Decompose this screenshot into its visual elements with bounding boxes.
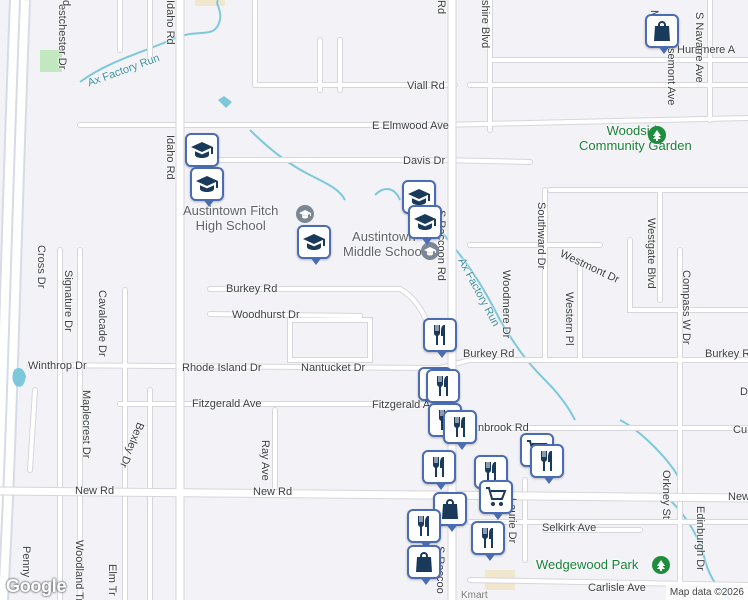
place-label-line2: Middle School xyxy=(343,244,425,259)
street-label-huntmere-ave: Huntmere A xyxy=(677,44,736,56)
graduation-cap-icon xyxy=(302,230,326,254)
street-label-burkey-rd-w: Burkey Rd xyxy=(226,283,278,295)
street-label-signature-dr: Signature Dr xyxy=(62,270,74,332)
place-label-line1: Austintown Fitch xyxy=(183,203,279,218)
restaurant-icon xyxy=(448,415,472,439)
restaurant-icon xyxy=(476,526,500,550)
restaurant-icon xyxy=(428,323,452,347)
restaurant-icon xyxy=(427,455,451,479)
place-label-line1: Woodside xyxy=(606,123,665,138)
street-label-woodland-tr: Woodland Tr xyxy=(73,540,85,600)
street-label-nantucket-dr: Nantucket Dr xyxy=(301,362,366,374)
street-label-elm-tr: Elm Tr xyxy=(106,564,118,596)
street-label-shire-blvd: shire Blvd xyxy=(479,0,491,49)
map-marker-restaurant[interactable] xyxy=(422,450,456,490)
place-label-kmart[interactable]: Kmart xyxy=(461,588,488,600)
map-marker-graduation-cap[interactable] xyxy=(190,167,224,207)
street-label-maplecrest-dr: Maplecrest Dr xyxy=(80,390,92,459)
street-label-southward-dr: Southward Dr xyxy=(535,202,547,270)
graduation-cap-icon xyxy=(195,172,219,196)
street-label-woodmere-dr: Woodmere Dr xyxy=(500,270,512,339)
street-label-orkney-st: Orkney St xyxy=(660,470,672,519)
street-label-westchester-dr: estchester Dr xyxy=(56,4,68,70)
restaurant-icon xyxy=(479,460,503,484)
street-label-rhode-island-dr: Rhode Island Dr xyxy=(182,362,262,374)
place-label-wedgewood-park[interactable]: Wedgewood Park xyxy=(536,557,638,572)
street-label-penny: Penny xyxy=(20,546,32,578)
map-attribution[interactable]: Map data ©2026 xyxy=(665,585,748,600)
map-marker-shopping-bag[interactable] xyxy=(407,545,441,585)
street-label-fitzgerald-ave-2: Fitzgerald A xyxy=(372,399,431,411)
map-marker-shopping-bag[interactable] xyxy=(645,14,679,54)
place-label-line2: High School xyxy=(195,218,266,233)
place-label-line2: Community Garden xyxy=(579,138,692,153)
map-marker-graduation-cap[interactable] xyxy=(185,133,219,173)
street-label-d: D xyxy=(740,386,748,398)
map-marker-restaurant[interactable] xyxy=(426,369,460,409)
street-label-winthrop-dr: Winthrop Dr xyxy=(28,360,87,372)
woodside-poi-icon[interactable] xyxy=(648,126,666,144)
place-label-line1: Kmart xyxy=(461,590,488,600)
street-label-woodhurst-dr: Woodhurst Dr xyxy=(232,309,300,321)
map-marker-restaurant[interactable] xyxy=(443,410,477,450)
street-label-rd-top: Rd xyxy=(435,0,447,15)
place-label-line1: Austintown xyxy=(352,229,416,244)
map-marker-graduation-cap[interactable] xyxy=(408,205,442,245)
street-label-s-navarre-ave: S Navarre Ave xyxy=(693,12,705,83)
google-logo: Google xyxy=(6,576,67,596)
high-school-poi-icon[interactable] xyxy=(296,205,314,223)
street-label-new-rd-2: New Rd xyxy=(253,486,293,498)
map-marker-restaurant[interactable] xyxy=(471,521,505,561)
street-label-edinburgh-dr: Edinburgh Dr xyxy=(694,506,706,571)
street-label-ray-ave: Ray Ave xyxy=(259,440,271,481)
street-label-viall-rd: Viall Rd xyxy=(407,80,445,92)
street-label-burkey-rd-e2: Burkey Rd xyxy=(705,348,748,360)
street-label-cu: Cu xyxy=(733,424,748,436)
map-marker-restaurant[interactable] xyxy=(407,509,441,549)
street-label-davis-dr: Davis Dr xyxy=(403,155,446,167)
graduation-cap-icon xyxy=(407,185,431,209)
street-label-westgate-blvd: Westgate Blvd xyxy=(645,218,657,289)
street-label-compass-w-dr: Compass W Dr xyxy=(680,270,692,345)
middle-school-poi-icon[interactable] xyxy=(421,242,439,260)
shopping-bag-icon xyxy=(412,550,436,574)
street-label-fitzgerald-ave: Fitzgerald Ave xyxy=(192,398,262,410)
restaurant-icon xyxy=(431,374,455,398)
place-label-line1: Wedgewood Park xyxy=(536,557,639,572)
restaurant-icon xyxy=(535,449,559,473)
map-marker-shopping-cart[interactable] xyxy=(479,480,513,520)
street-label-burkey-rd-e: Burkey Rd xyxy=(463,348,515,360)
wedgewood-poi-icon[interactable] xyxy=(652,556,670,574)
street-label-cross-dr: Cross Dr xyxy=(35,245,47,289)
street-label-new-rd-1: New Rd xyxy=(75,485,115,497)
street-label-selkirk-ave: Selkirk Ave xyxy=(542,522,597,534)
graduation-cap-icon xyxy=(190,138,214,162)
shopping-bag-icon xyxy=(650,19,674,43)
street-label-idaho-rd-top: Idaho Rd xyxy=(164,0,176,45)
restaurant-icon xyxy=(412,514,436,538)
street-label-d-top: d xyxy=(60,0,72,7)
shopping-cart-icon xyxy=(484,485,508,509)
street-label-carlisle-ave: Carlisle Ave xyxy=(588,582,646,594)
graduation-cap-icon xyxy=(413,210,437,234)
street-label-brook-rd: nbrook Rd xyxy=(478,422,529,434)
street-label-western-pl: Western Pl xyxy=(563,292,575,346)
map-marker-restaurant[interactable] xyxy=(423,318,457,358)
street-label-e-elmwood-ave: E Elmwood Ave xyxy=(372,120,449,132)
shopping-bag-icon xyxy=(438,497,462,521)
street-label-cavalcade-dr: Cavalcade Dr xyxy=(96,290,108,357)
map-marker-graduation-cap[interactable] xyxy=(297,225,331,265)
street-label-idaho-rd: Idaho Rd xyxy=(164,135,176,180)
map-marker-restaurant[interactable] xyxy=(530,444,564,484)
street-label-new-rd-3: New xyxy=(728,491,748,503)
